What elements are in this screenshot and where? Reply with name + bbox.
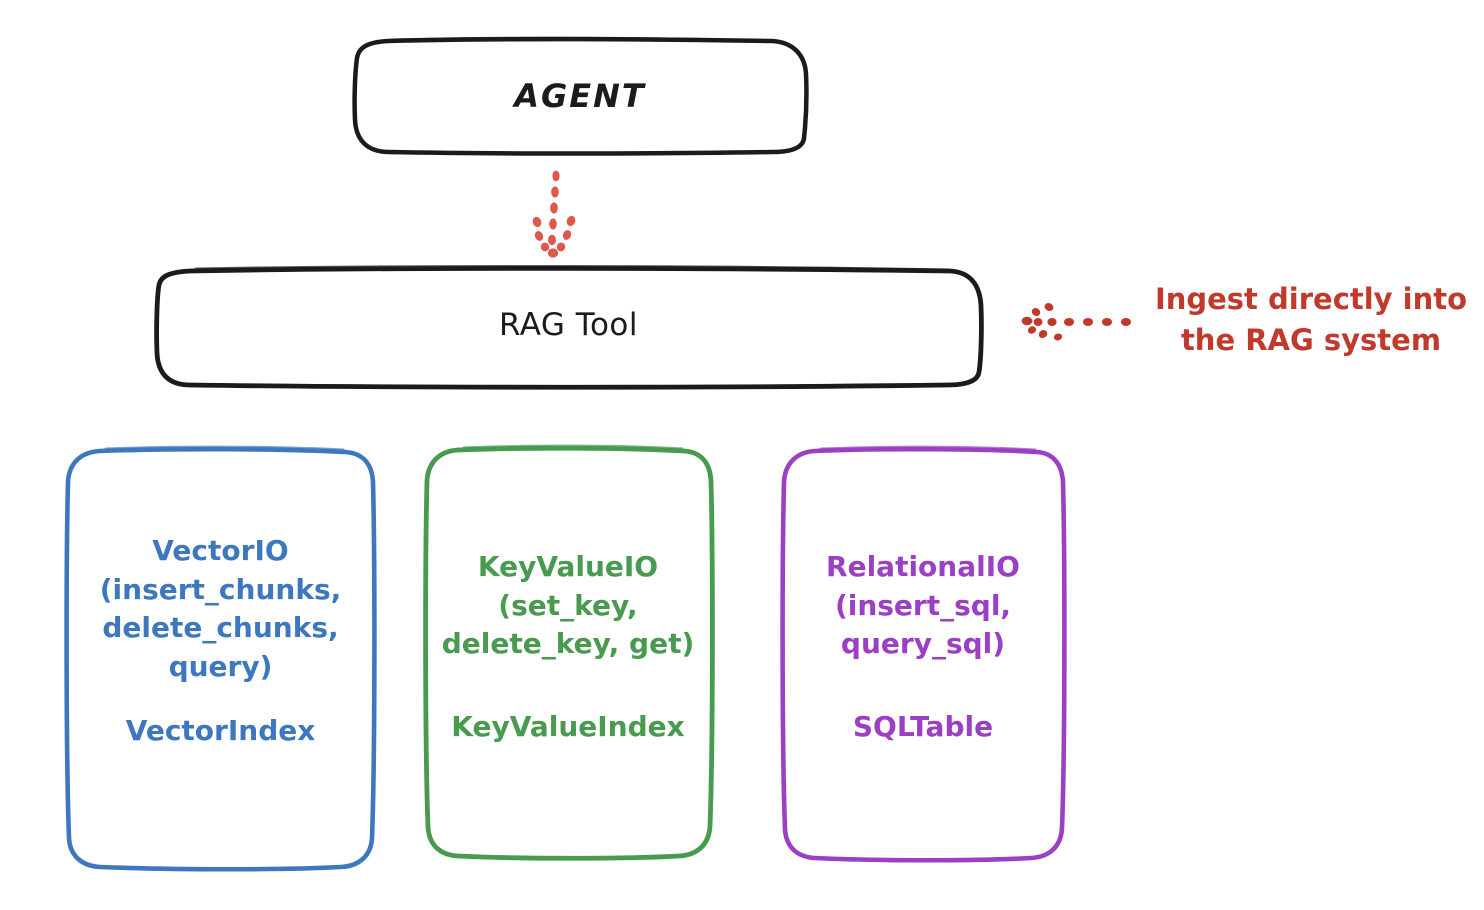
relational-store-box[interactable] <box>780 445 1067 863</box>
dotted-arrow-down-icon <box>532 170 576 258</box>
dotted-arrow-left-icon <box>1021 303 1131 341</box>
ingest-annotation-text: Ingest directly into the RAG system <box>1154 282 1468 358</box>
agent-box[interactable] <box>352 36 809 156</box>
vector-store-box[interactable] <box>64 445 377 872</box>
rag-tool-box[interactable] <box>154 264 984 390</box>
keyvalue-store-box[interactable] <box>423 444 715 861</box>
